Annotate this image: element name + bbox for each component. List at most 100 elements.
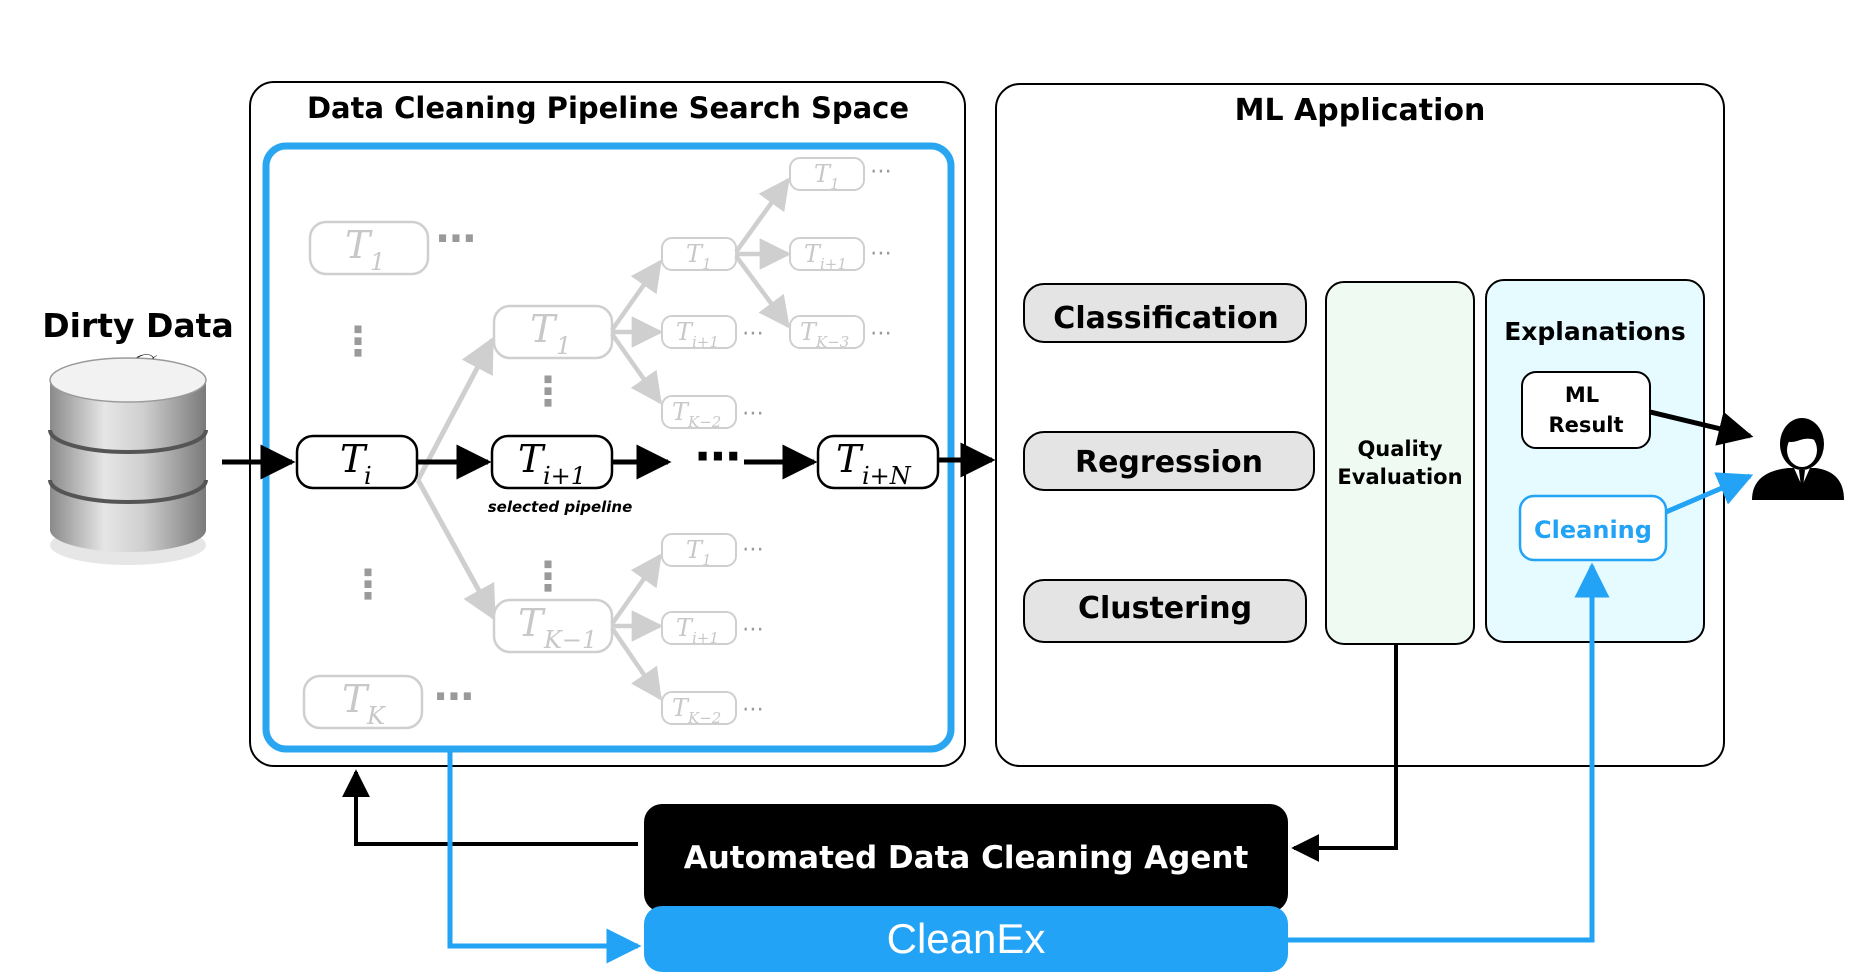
svg-text:1: 1 [830, 175, 840, 193]
ellipsis-ti1-col3-top: ⋯ [742, 321, 764, 346]
svg-text:K: K [366, 702, 387, 730]
task-classification[interactable]: Classification [1023, 283, 1307, 343]
arrow-ti-to-t1 [415, 336, 495, 482]
ml-application-title: ML Application [1235, 93, 1486, 128]
vdots-lower-left: ⋮ [348, 562, 388, 608]
ellipsis-tk2-col3-top: ⋯ [742, 401, 764, 426]
svg-text:Regression: Regression [1075, 445, 1263, 480]
node-tin: T i+N [816, 434, 940, 490]
task-regression[interactable]: Regression [1023, 431, 1315, 491]
database-icon [48, 357, 208, 565]
svg-text:T: T [342, 677, 370, 721]
svg-text:i: i [364, 462, 372, 490]
arrow-t1mid-to-t1 [610, 259, 662, 332]
automated-agent-box: Automated Data Cleaning Agent [644, 804, 1288, 912]
svg-text:Evaluation: Evaluation [1337, 465, 1462, 489]
node-ti: T i [295, 434, 419, 490]
cleanex-box: CleanEx [644, 906, 1288, 972]
arrow-quality-to-agent [1291, 644, 1398, 862]
svg-text:K−2: K−2 [687, 413, 721, 431]
ellipsis-tk-left: ⋯ [434, 674, 474, 720]
svg-text:Explanations: Explanations [1504, 317, 1686, 346]
ellipsis-tk3-col4: ⋯ [870, 321, 892, 346]
arrow-cleaning-to-user [1665, 472, 1754, 515]
node-t1-col4: T 1 [789, 157, 865, 193]
node-ti1: T i+1 [490, 434, 614, 490]
node-tk-left: T K [302, 674, 424, 730]
user-icon [1752, 418, 1844, 500]
svg-text:1: 1 [370, 248, 385, 276]
svg-text:Result: Result [1548, 413, 1623, 437]
svg-text:Cleaning: Cleaning [1534, 516, 1652, 544]
svg-text:T: T [800, 318, 818, 346]
arrow-col3-to-tk3 [734, 254, 790, 329]
svg-text:T: T [340, 437, 368, 481]
arrow-cleanex-to-cleaning [1288, 562, 1610, 943]
cleaning-explanation-box[interactable]: Cleaning [1518, 494, 1668, 562]
ellipsis-ti1-col3-bottom: ⋯ [742, 617, 764, 642]
svg-text:K−2: K−2 [687, 709, 721, 727]
node-ti1-col4: T i+1 [789, 237, 865, 273]
node-tk3-col4: T K−3 [789, 315, 865, 351]
arrow-ml-result-to-user [1649, 409, 1754, 446]
svg-text:i+1: i+1 [692, 629, 719, 647]
svg-text:1: 1 [702, 255, 712, 273]
task-clustering[interactable]: Clustering [1023, 579, 1307, 643]
svg-text:T: T [530, 307, 558, 351]
svg-text:K−3: K−3 [815, 333, 849, 351]
search-space-title: Data Cleaning Pipeline Search Space [307, 91, 909, 125]
svg-text:T: T [672, 694, 690, 722]
arrow-ti-to-tk1 [415, 478, 497, 622]
ellipsis-ti1-col4: ⋯ [870, 241, 892, 266]
vdots-mid-upper: ⋮ [528, 369, 568, 415]
node-t1-col3-top: T 1 [661, 237, 737, 273]
arrow-col3-to-t1 [734, 177, 790, 254]
quality-evaluation-box: Quality Evaluation [1325, 281, 1475, 645]
arrow-tk1mid-to-tk2 [610, 626, 662, 701]
svg-text:K−1: K−1 [543, 626, 597, 654]
selected-pipeline-label: selected pipeline [488, 498, 633, 516]
svg-text:Clustering: Clustering [1078, 591, 1252, 626]
svg-text:T: T [518, 601, 546, 645]
svg-text:T: T [676, 318, 694, 346]
svg-text:i+N: i+N [862, 462, 912, 490]
svg-text:CleanEx: CleanEx [887, 915, 1046, 962]
svg-text:i+1: i+1 [820, 255, 847, 273]
dirty-data-title: Dirty Data [42, 306, 233, 345]
ellipsis-t1-col4: ⋯ [870, 159, 892, 184]
ml-result-box: ML Result [1521, 371, 1651, 449]
svg-text:i+1: i+1 [692, 333, 719, 351]
svg-text:T: T [686, 536, 704, 564]
node-t1-col3-bottom: T 1 [661, 533, 737, 569]
svg-text:Automated Data Cleaning Agent: Automated Data Cleaning Agent [684, 840, 1249, 876]
svg-text:T: T [804, 240, 822, 268]
node-tk2-col3-bottom: T K−2 [661, 691, 737, 727]
svg-text:T: T [518, 437, 546, 481]
svg-text:T: T [836, 437, 864, 481]
arrow-search-to-cleanex [447, 752, 642, 964]
node-tk2-col3-top: T K−2 [661, 395, 737, 431]
ellipsis-t1-left: ⋯ [436, 216, 476, 262]
svg-text:T: T [676, 614, 694, 642]
ellipsis-t1-col3-bottom: ⋯ [742, 537, 764, 562]
vdots-upper-left: ⋮ [338, 319, 378, 365]
svg-text:Classification: Classification [1053, 301, 1278, 336]
svg-text:1: 1 [556, 332, 571, 360]
node-t1-mid: T 1 [492, 304, 614, 360]
svg-text:i+1: i+1 [543, 462, 586, 490]
svg-text:T: T [686, 240, 704, 268]
node-t1-left: T 1 [308, 220, 430, 276]
ellipsis-pipeline: ⋯ [695, 429, 741, 483]
svg-text:T: T [814, 160, 832, 188]
svg-text:T: T [345, 223, 373, 267]
arrow-agent-to-search [342, 769, 638, 846]
node-ti1-col3-bottom: T i+1 [661, 611, 737, 647]
svg-text:T: T [672, 398, 690, 426]
svg-text:Quality: Quality [1357, 437, 1442, 461]
node-ti1-col3-top: T i+1 [661, 315, 737, 351]
node-tk1-mid: T K−1 [492, 598, 614, 654]
ellipsis-tk2-col3-bottom: ⋯ [742, 697, 764, 722]
vdots-mid-lower: ⋮ [528, 554, 568, 600]
explanations-box: Explanations [1485, 279, 1705, 643]
